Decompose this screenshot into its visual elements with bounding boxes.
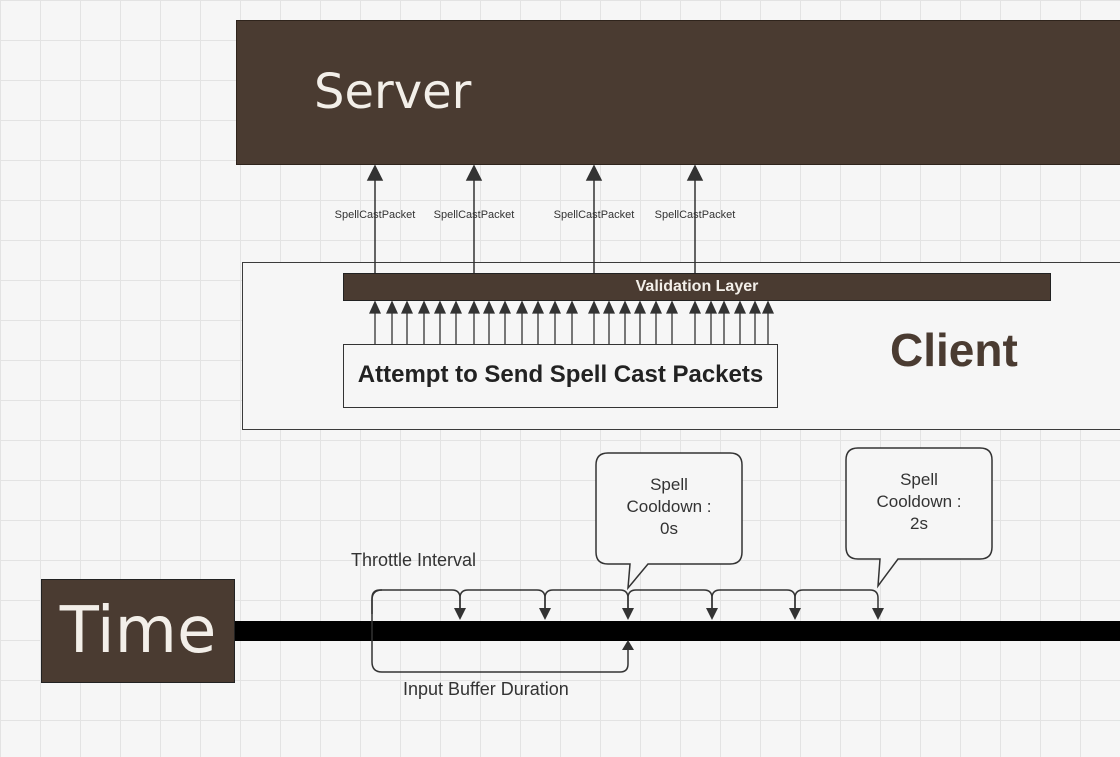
attempt-arrow-head xyxy=(649,300,663,314)
throttle-arrowhead xyxy=(539,608,551,620)
throttle-arrowheads xyxy=(454,608,884,620)
throttle-interval-label: Throttle Interval xyxy=(351,550,477,570)
bubble-2-line1: Spell xyxy=(900,470,938,489)
attempt-arrow-head xyxy=(368,300,382,314)
validation-layer: Validation Layer xyxy=(343,273,1051,301)
attempt-arrow-head xyxy=(587,300,601,314)
attempt-arrow-head xyxy=(548,300,562,314)
input-buffer-bracket xyxy=(371,589,629,673)
attempt-arrow-head xyxy=(449,300,463,314)
bubble-1-line3: 0s xyxy=(660,519,678,538)
input-buffer-arrowhead xyxy=(622,640,634,650)
throttle-bracket xyxy=(711,589,796,614)
throttle-arrowhead xyxy=(622,608,634,620)
attempt-arrow-head xyxy=(531,300,545,314)
attempt-arrow-head xyxy=(665,300,679,314)
packet-arrows xyxy=(366,164,704,273)
attempt-arrow-head xyxy=(633,300,647,314)
throttle-brackets xyxy=(371,589,879,614)
attempt-arrow-head xyxy=(748,300,762,314)
attempt-box: Attempt to Send Spell Cast Packets xyxy=(343,344,778,408)
throttle-bracket xyxy=(371,589,461,614)
attempt-arrow-head xyxy=(467,300,481,314)
throttle-arrowhead xyxy=(454,608,466,620)
timeline-bar xyxy=(235,621,1120,641)
server-title: Server xyxy=(314,64,472,120)
attempt-arrow-head xyxy=(498,300,512,314)
attempt-arrows xyxy=(368,300,775,344)
attempt-arrow-head xyxy=(733,300,747,314)
server-box xyxy=(236,20,1120,165)
throttle-bracket xyxy=(544,589,629,614)
attempt-arrow-head xyxy=(385,300,399,314)
attempt-arrow-head xyxy=(761,300,775,314)
attempt-arrow-head xyxy=(688,300,702,314)
bubble-1-text: Spell Cooldown : 0s xyxy=(596,474,742,540)
throttle-bracket xyxy=(627,589,713,614)
time-box: Time xyxy=(41,579,235,683)
bubble-1-line2: Cooldown : xyxy=(626,497,712,516)
attempt-arrow-head xyxy=(717,300,731,314)
attempt-arrow-head xyxy=(400,300,414,314)
attempt-arrow-head xyxy=(515,300,529,314)
bubble-2-line2: Cooldown : xyxy=(876,492,962,511)
attempt-arrow-head xyxy=(602,300,616,314)
throttle-bracket xyxy=(459,589,546,614)
throttle-arrowhead xyxy=(706,608,718,620)
client-title: Client xyxy=(890,324,1018,376)
attempt-arrow-head xyxy=(704,300,718,314)
bubble-1-line1: Spell xyxy=(650,475,688,494)
throttle-bracket xyxy=(794,589,879,614)
attempt-arrow-head xyxy=(482,300,496,314)
attempt-arrow-head xyxy=(417,300,431,314)
throttle-arrowhead xyxy=(789,608,801,620)
attempt-arrow-head xyxy=(433,300,447,314)
bubble-2-shape xyxy=(845,447,993,589)
input-buffer-label: Input Buffer Duration xyxy=(403,679,569,699)
bubble-1-shape xyxy=(595,452,743,591)
attempt-arrow-head xyxy=(618,300,632,314)
throttle-arrowhead xyxy=(872,608,884,620)
bubble-2-line3: 2s xyxy=(910,514,928,533)
attempt-arrow-head xyxy=(565,300,579,314)
bubble-2-text: Spell Cooldown : 2s xyxy=(846,469,992,535)
